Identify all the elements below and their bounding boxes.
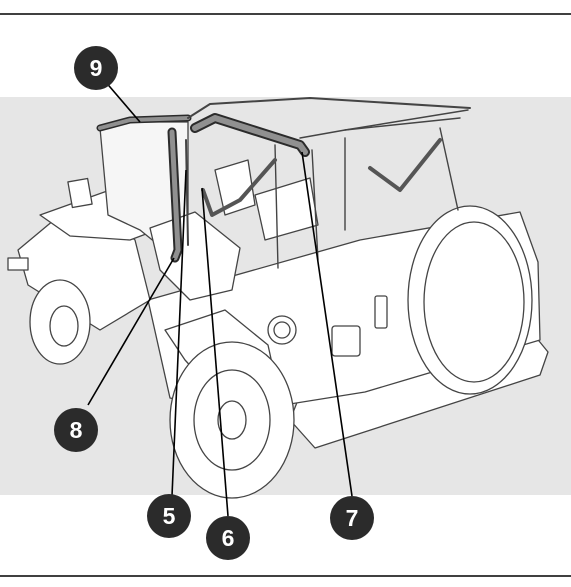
- callout-6-label: 6: [222, 525, 235, 551]
- front-light: [7, 257, 29, 271]
- leader-9: [103, 79, 141, 123]
- door-surround-inner: [169, 129, 181, 261]
- rear-seat: [254, 177, 319, 241]
- callout-7-label: 7: [346, 505, 359, 531]
- jeep-illustration: [7, 121, 549, 499]
- callout-8-circle: [54, 408, 98, 452]
- callout-9: 9: [74, 46, 118, 90]
- front-seat: [214, 159, 256, 216]
- callout-9-circle: [74, 46, 118, 90]
- front-wheel-hub: [49, 305, 79, 347]
- roof-side-rear: [344, 109, 469, 131]
- callout-6-circle: [206, 516, 250, 560]
- top-frame: [96, 97, 471, 263]
- callout-7-circle: [330, 496, 374, 540]
- leader-lines: [87, 79, 353, 517]
- rear-bar-right: [439, 127, 459, 211]
- callout-6: 6: [206, 516, 250, 560]
- spare-tire-inner: [423, 221, 525, 383]
- fuel-cap-inner: [273, 321, 291, 339]
- callout-5: 5: [147, 494, 191, 538]
- leader-8: [87, 257, 175, 406]
- callout-9-label: 9: [90, 55, 103, 81]
- tail-light: [331, 325, 361, 357]
- tailgate-handle: [374, 295, 388, 329]
- callout-8-label: 8: [70, 417, 83, 443]
- leader-6: [201, 187, 229, 517]
- side-mirror: [67, 177, 93, 209]
- leader-7: [301, 151, 353, 497]
- door-opening: [149, 211, 241, 301]
- callout-7: 7: [330, 496, 374, 540]
- windshield-header-inner: [98, 116, 190, 130]
- rear-wheel-hub: [217, 400, 247, 440]
- pillar-post: [185, 139, 189, 246]
- rear-side-bar: [368, 138, 442, 192]
- callout-5-circle: [147, 494, 191, 538]
- roll-cage: [274, 109, 469, 269]
- callout-8: 8: [54, 408, 98, 452]
- callout-5-label: 5: [163, 503, 176, 529]
- side-bar: [201, 158, 277, 217]
- leader-5: [171, 169, 187, 497]
- main-bow-inner: [192, 115, 308, 155]
- roll-bar-right: [311, 149, 319, 261]
- roll-bar-left: [274, 144, 279, 269]
- roof-rail: [187, 97, 471, 119]
